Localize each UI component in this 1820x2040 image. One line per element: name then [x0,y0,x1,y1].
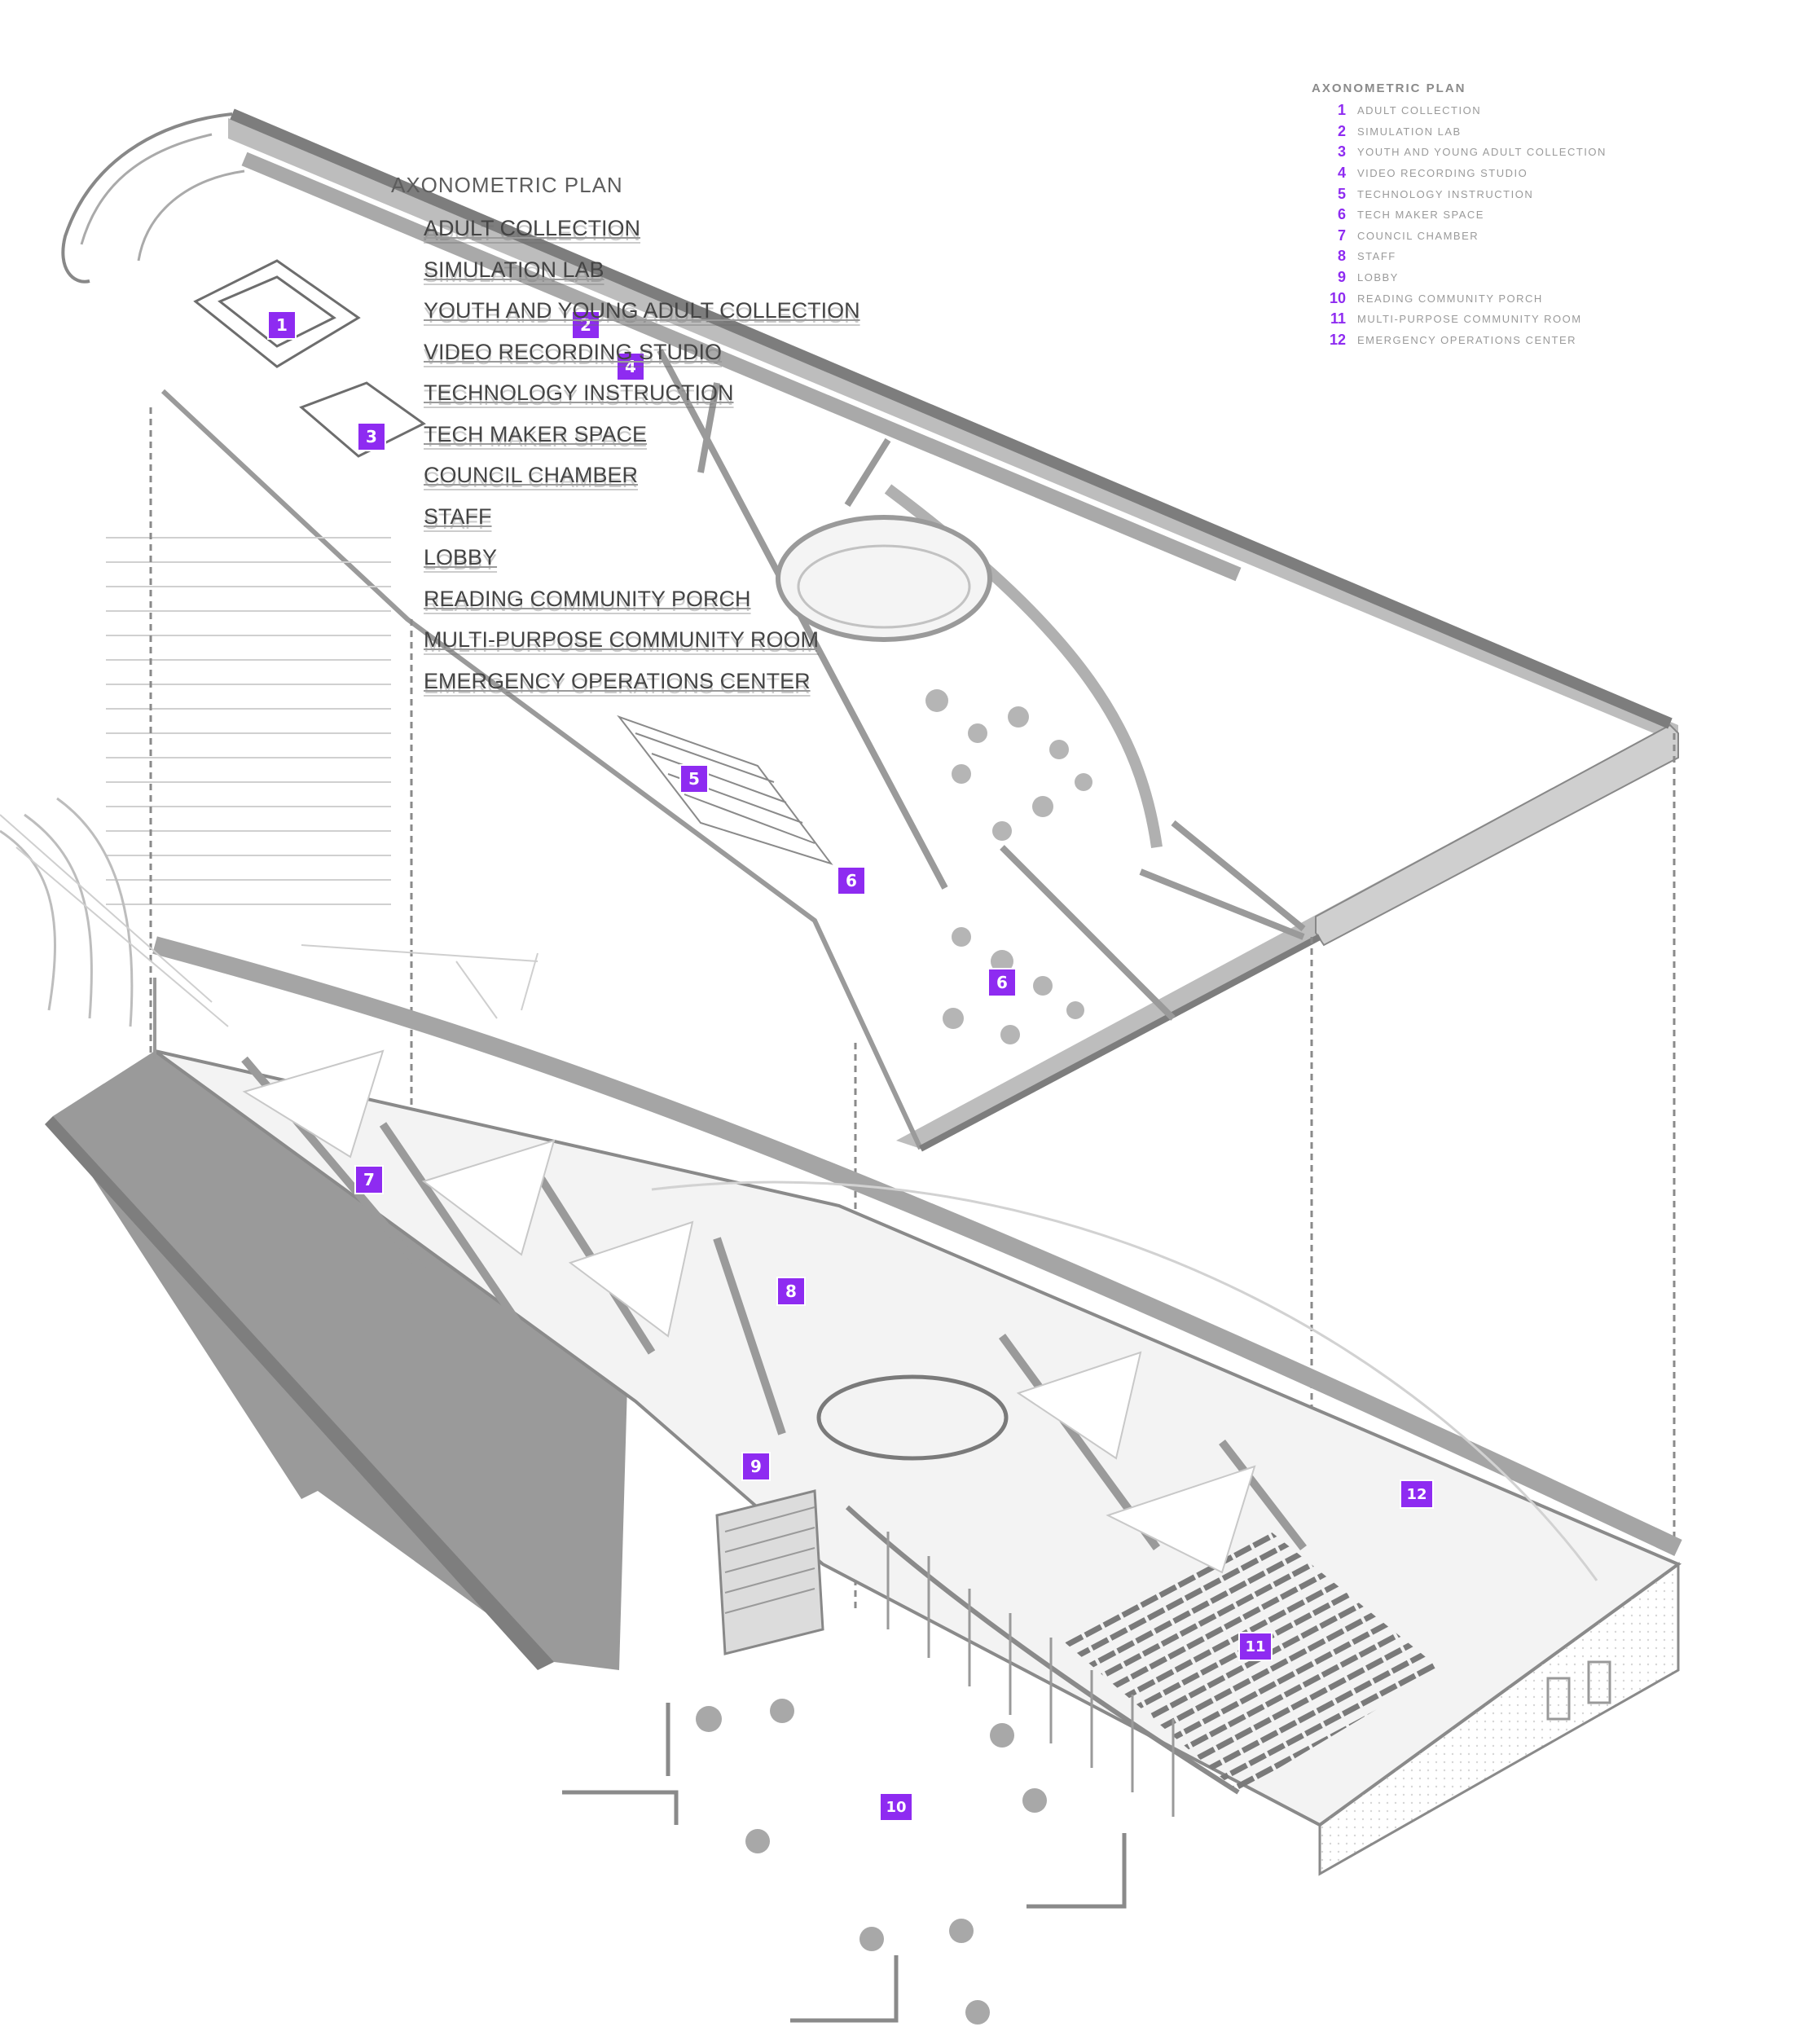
legend-item: 7 COUNCIL CHAMBER [1312,226,1768,247]
legend-ghost-title: AXONOMETRIC PLAN [391,173,623,197]
legend-label: SIMULATION LAB [1357,125,1462,138]
legend-title: AXONOMETRIC PLAN [1312,81,1466,95]
legend-number: 6 [1337,206,1346,223]
legend-ghost-item: TECHNOLOGY INSTRUCTION [424,380,734,405]
legend-label: COUNCIL CHAMBER [1357,229,1479,242]
legend-ghost-item: TECH MAKER SPACE [424,421,648,446]
legend-label: STAFF [1357,250,1396,263]
upper-end-wall [1315,723,1679,947]
legend-label: EMERGENCY OPERATIONS CENTER [1357,333,1576,346]
legend-item: 2 SIMULATION LAB [1312,121,1768,143]
room-marker-11: 11 [1240,1633,1271,1660]
staff-round-desk [816,1374,1009,1461]
legend-label: YOUTH AND YOUNG ADULT COLLECTION [1357,146,1607,159]
legend: AXONOMETRIC PLAN 1 ADULT COLLECTION 2 SIMU… [1312,81,1768,350]
legend-ghost-item: STAFF [424,503,492,529]
legend-label: MULTI-PURPOSE COMMUNITY ROOM [1357,313,1582,326]
legend-item: 8 STAFF [1312,246,1768,267]
community-porch [562,1699,1127,2025]
legend-item: 6 TECH MAKER SPACE [1312,204,1768,226]
legend-ghost-item: READING COMMUNITY PORCH [424,586,751,611]
lower-floor-plate [45,936,1682,1876]
legend-ghost-item: VIDEO RECORDING STUDIO [424,339,723,364]
legend-ghost: AXONOMETRIC PLAN ADULT COLLECTION SIMULA… [391,173,860,710]
ghost-overlay [0,814,539,1027]
legend-ghost-item: MULTI-PURPOSE COMMUNITY ROOM [424,627,820,652]
room-marker-8: 8 [778,1278,804,1304]
room-marker-6a: 6 [838,868,864,894]
multipurpose-room-wall [1318,1562,1680,1876]
legend-number: 1 [1337,102,1346,119]
legend-number: 8 [1337,248,1346,265]
legend-label: VIDEO RECORDING STUDIO [1357,167,1528,180]
legend-item: 12 EMERGENCY OPERATIONS CENTER [1312,330,1768,351]
legend-label: TECHNOLOGY INSTRUCTION [1357,187,1534,200]
room-marker-12: 12 [1401,1481,1432,1507]
legend-item: 1 ADULT COLLECTION [1312,100,1768,121]
room-marker-6b: 6 [989,969,1015,996]
legend-ghost-item: COUNCIL CHAMBER [424,463,639,487]
legend-number: 4 [1337,165,1346,182]
legend-item: 4 VIDEO RECORDING STUDIO [1312,163,1768,184]
lower-back-wall [152,936,1682,1556]
upper-nose-curve [61,112,233,284]
legend-number: 2 [1337,122,1346,139]
legend-item: 3 YOUTH AND YOUNG ADULT COLLECTION [1312,142,1768,163]
room-marker-5: 5 [681,766,707,792]
room-marker-3: 3 [358,424,385,450]
upper-round-room [776,515,992,642]
room-marker-1: 1 [269,312,295,338]
legend-ghost-item: LOBBY [424,545,498,569]
legend-item: 9 LOBBY [1312,267,1768,288]
legend-label: READING COMMUNITY PORCH [1357,292,1543,305]
legend-item: 11 MULTI-PURPOSE COMMUNITY ROOM [1312,309,1768,330]
multipurpose-seating [1059,1532,1442,1792]
upper-outer-wall [230,108,1673,729]
legend-item: 10 READING COMMUNITY PORCH [1312,288,1768,309]
legend-number: 7 [1337,226,1346,244]
legend-number: 9 [1337,269,1346,286]
lower-shadow [53,1051,627,1670]
legend-label: ADULT COLLECTION [1357,104,1482,117]
legend-number: 12 [1329,331,1346,348]
room-marker-7: 7 [356,1167,382,1193]
legend-label: LOBBY [1357,271,1399,284]
legend-number: 11 [1330,310,1346,328]
legend-ghost-item: ADULT COLLECTION [424,216,641,240]
lobby-stair [715,1489,824,1655]
upper-floor-plate [0,108,1679,1152]
legend-number: 5 [1337,185,1346,202]
room-marker-4: 4 [618,354,644,380]
legend-ghost-item: SIMULATION LAB [424,257,604,282]
legend-ghost-item: EMERGENCY OPERATIONS CENTER [424,668,811,693]
legend-ghost-item: YOUTH AND YOUNG ADULT COLLECTION [424,298,860,323]
room-marker-2: 2 [573,312,599,338]
legend-item: 5 TECHNOLOGY INSTRUCTION [1312,183,1768,204]
legend-label: TECH MAKER SPACE [1357,209,1484,222]
room-marker-9: 9 [743,1453,769,1479]
upper-inner-wall [241,152,1242,582]
upper-lower-edge [160,389,923,1150]
legend-number: 10 [1329,289,1346,306]
room-marker-10: 10 [881,1794,912,1820]
legend-number: 3 [1337,143,1346,160]
